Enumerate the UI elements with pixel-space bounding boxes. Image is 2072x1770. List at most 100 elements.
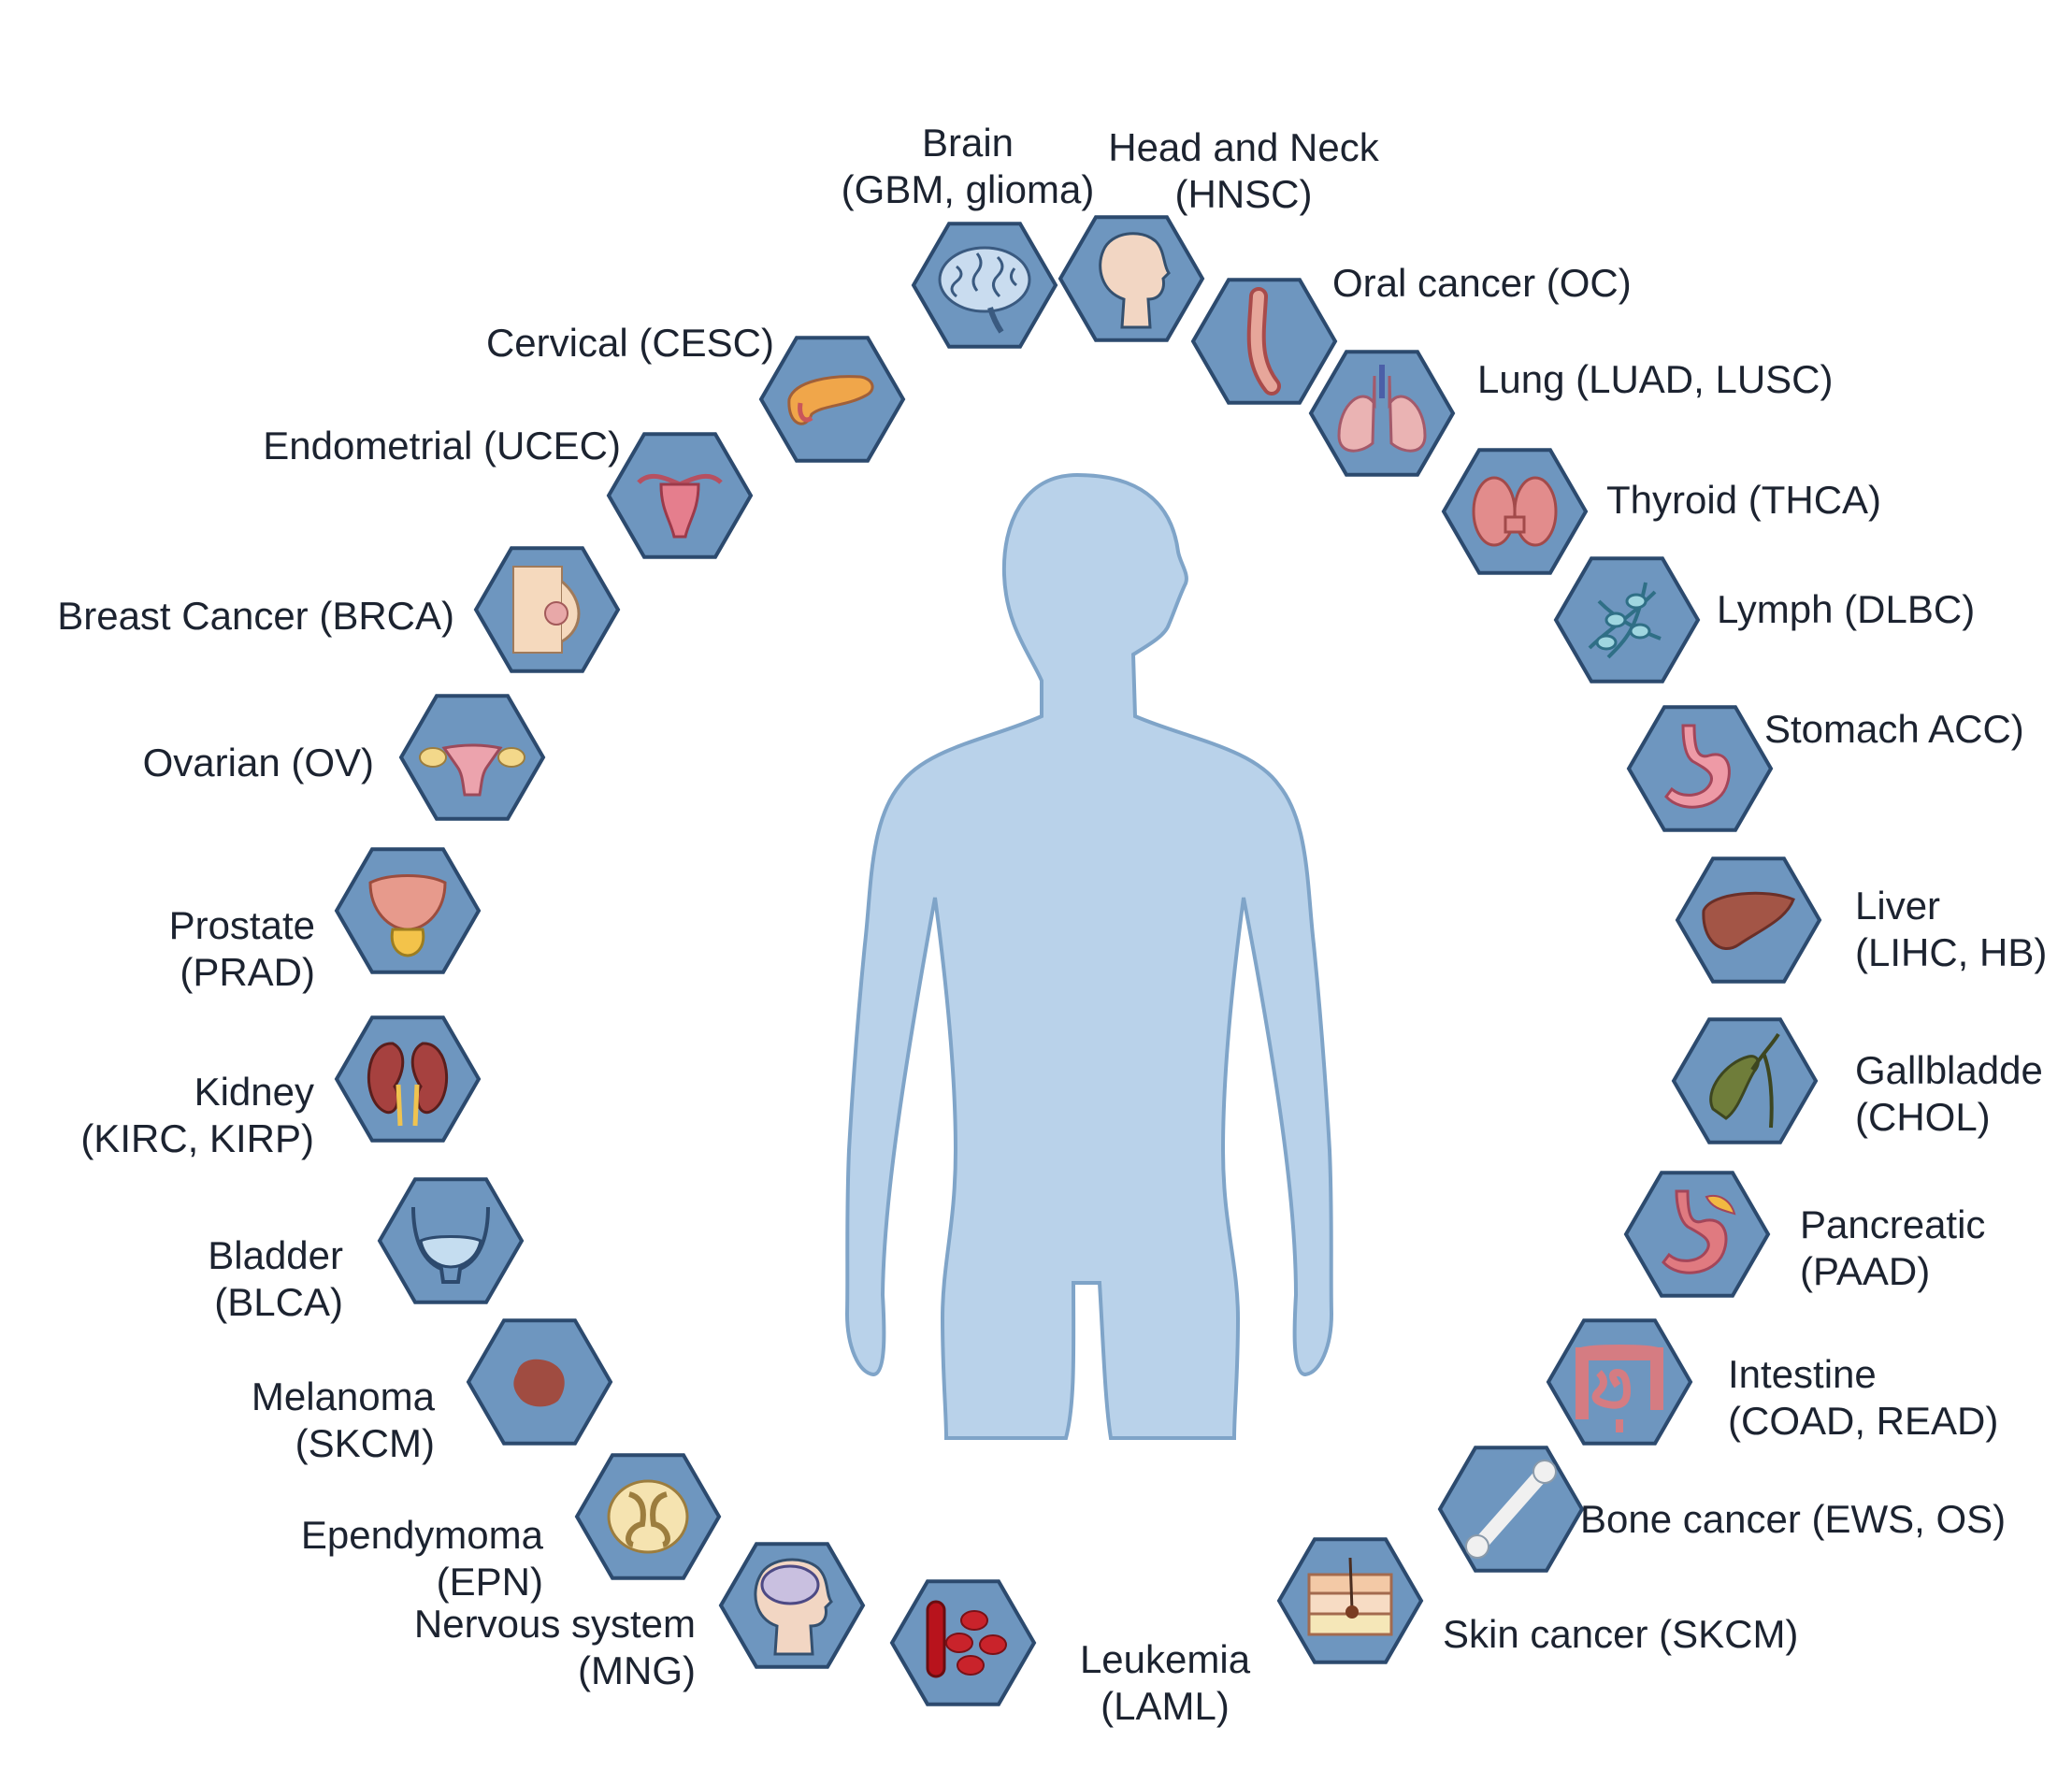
hex-tile-breast xyxy=(473,546,621,673)
human-body-silhouette xyxy=(844,472,1334,1440)
label-melanoma: Melanoma(SKCM) xyxy=(252,1374,435,1467)
uterus-icon xyxy=(637,473,723,539)
label-line: Endometrial (UCEC) xyxy=(263,424,621,468)
label-line: (HNSC) xyxy=(1174,172,1313,216)
hex-tile-brain xyxy=(911,222,1058,349)
label-line: Oral cancer (OC) xyxy=(1332,261,1632,305)
stomach-icon xyxy=(1664,724,1731,809)
hex-tile-kidney xyxy=(334,1015,482,1143)
label-line: Kidney xyxy=(194,1070,314,1114)
label-line: Nervous system xyxy=(413,1602,696,1646)
hex-tile-thyroid xyxy=(1441,448,1589,575)
label-leukemia: Leukemia(LAML) xyxy=(1080,1636,1250,1730)
mole-icon xyxy=(513,1359,565,1407)
label-line: Liver xyxy=(1855,884,1941,928)
pancreas-stomach-icon xyxy=(1662,1189,1736,1274)
label-line: (KIRC, KIRP) xyxy=(80,1116,314,1160)
skin-layers-icon xyxy=(1307,1557,1393,1636)
label-line: (CHOL) xyxy=(1855,1095,1991,1139)
label-pancreatic: Pancreatic(PAAD) xyxy=(1800,1202,1985,1295)
label-prostate: Prostate(PRAD) xyxy=(169,902,315,996)
label-lung: Lung (LUAD, LUSC) xyxy=(1477,356,1833,403)
brain-icon xyxy=(938,246,1031,334)
ovaries-icon xyxy=(419,743,525,797)
label-ovarian: Ovarian (OV) xyxy=(143,740,374,786)
label-line: Gallbladde xyxy=(1855,1048,2043,1092)
label-line: (GBM, glioma) xyxy=(841,167,1095,211)
label-intestine: Intestine(COAD, READ) xyxy=(1728,1351,1998,1445)
hex-tile-ependymoma xyxy=(574,1453,722,1580)
hex-tile-skin xyxy=(1276,1537,1424,1664)
label-head-neck: Head and Neck(HNSC) xyxy=(1108,124,1379,218)
hex-tile-lung xyxy=(1308,350,1456,477)
label-bone: Bone cancer (EWS, OS) xyxy=(1580,1496,2006,1543)
label-line: Bone cancer (EWS, OS) xyxy=(1580,1497,2007,1541)
hex-tile-cervical xyxy=(758,336,906,463)
hex-tile-pancreatic xyxy=(1623,1171,1771,1298)
label-liver: Liver(LIHC, HB) xyxy=(1855,883,2047,976)
label-cervical: Cervical (CESC) xyxy=(486,320,774,367)
hex-tile-liver xyxy=(1675,856,1822,984)
label-line: Brain xyxy=(921,121,1014,165)
pancreas-icon xyxy=(787,375,874,425)
label-line: (BLCA) xyxy=(214,1280,343,1324)
label-stomach: Stomach ACC) xyxy=(1764,706,2024,753)
label-line: (COAD, READ) xyxy=(1728,1399,1999,1443)
esophagus-icon xyxy=(1246,287,1281,396)
gallbladder-icon xyxy=(1709,1032,1780,1129)
breast-icon xyxy=(512,566,581,654)
label-lymph: Lymph (DLBC) xyxy=(1717,586,1975,633)
hex-tile-nervous xyxy=(718,1542,866,1669)
label-oral: Oral cancer (OC) xyxy=(1332,260,1632,307)
label-line: Head and Neck xyxy=(1108,125,1379,169)
bone-icon xyxy=(1465,1460,1557,1559)
label-line: (LAML) xyxy=(1101,1684,1230,1728)
label-line: Breast Cancer (BRCA) xyxy=(57,594,454,638)
hex-tile-oral xyxy=(1190,278,1338,405)
thyroid-icon xyxy=(1472,476,1558,547)
label-line: Leukemia xyxy=(1079,1637,1251,1681)
hex-tile-bladder xyxy=(377,1177,525,1304)
hex-tile-stomach xyxy=(1626,705,1774,832)
label-line: Thyroid (THCA) xyxy=(1606,478,1882,522)
hex-tile-bone xyxy=(1437,1446,1585,1573)
label-line: Skin cancer (SKCM) xyxy=(1443,1612,1799,1656)
label-kidney: Kidney(KIRC, KIRP) xyxy=(80,1069,314,1162)
label-ependymoma: Ependymoma(EPN) xyxy=(301,1512,543,1605)
hex-tile-leukemia xyxy=(889,1579,1037,1706)
label-line: Lung (LUAD, LUSC) xyxy=(1477,357,1834,401)
hex-tile-endometrial xyxy=(606,432,754,559)
label-line: Ependymoma xyxy=(300,1513,543,1557)
label-brain: Brain(GBM, glioma) xyxy=(842,120,1095,213)
hex-tile-melanoma xyxy=(466,1318,613,1446)
head-icon xyxy=(1099,232,1171,329)
kidneys-icon xyxy=(367,1042,449,1127)
label-line: (LIHC, HB) xyxy=(1855,930,2048,974)
hex-tile-prostate xyxy=(334,847,482,974)
hex-tile-intestine xyxy=(1546,1318,1693,1446)
intestine-icon xyxy=(1576,1345,1663,1432)
label-endometrial: Endometrial (UCEC) xyxy=(263,423,621,469)
hex-tile-gallbladder xyxy=(1671,1017,1819,1144)
hex-tile-ovarian xyxy=(398,694,546,821)
bladder-icon xyxy=(411,1206,490,1284)
liver-icon xyxy=(1702,891,1795,951)
label-thyroid: Thyroid (THCA) xyxy=(1606,477,1881,524)
label-line: Prostate xyxy=(168,903,315,947)
label-skin: Skin cancer (SKCM) xyxy=(1443,1611,1798,1658)
label-nervous: Nervous system(MNG) xyxy=(414,1601,696,1694)
label-line: Intestine xyxy=(1728,1352,1877,1396)
label-line: Cervical (CESC) xyxy=(485,321,774,365)
label-line: (SKCM) xyxy=(295,1421,435,1465)
label-line: (PRAD) xyxy=(180,950,315,994)
label-line: Lymph (DLBC) xyxy=(1717,587,1976,631)
lungs-icon xyxy=(1337,365,1427,453)
blood-cells-icon xyxy=(926,1600,1007,1678)
spinal-cord-icon xyxy=(607,1479,689,1554)
label-bladder: Bladder(BLCA) xyxy=(208,1232,343,1326)
label-breast: Breast Cancer (BRCA) xyxy=(57,593,454,640)
label-line: Bladder xyxy=(208,1233,343,1277)
label-line: Stomach ACC) xyxy=(1764,707,2024,751)
